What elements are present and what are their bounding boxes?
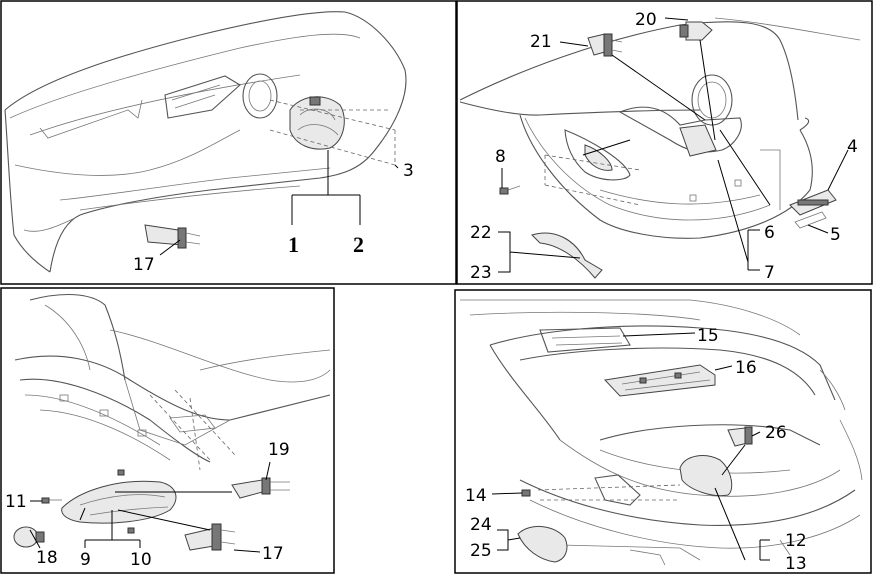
- rear-leaders: [498, 17, 849, 273]
- callout-6-label: 6: [764, 223, 775, 243]
- bracket-area: [521, 474, 681, 506]
- front-bumper-leaders: [159, 150, 399, 256]
- callout-18-label: 18: [36, 548, 58, 568]
- panel-headlamp-border: [0, 287, 335, 574]
- front-bulb-drawing: [144, 224, 201, 249]
- callout-21: 21: [530, 32, 552, 52]
- licence-lamp-part: [789, 189, 837, 229]
- callout-12: 12: [785, 531, 807, 551]
- callout-20-label: 20: [635, 10, 657, 30]
- callout-9: 9: [80, 550, 91, 570]
- callout-21-label: 21: [530, 32, 552, 52]
- callout-2-label: 2: [353, 232, 364, 257]
- callout-5-label: 5: [830, 225, 841, 245]
- trunk-lamp-16-part: [603, 364, 716, 397]
- panel-rear-bumper: 20 21 8 4 5 6 7 22 23: [456, 0, 873, 285]
- callout-23: 23: [470, 263, 492, 283]
- callout-17-headlamp-label: 17: [262, 544, 284, 564]
- callout-25: 25: [470, 541, 492, 561]
- reflector-22-part: [531, 232, 603, 279]
- callout-14-label: 14: [465, 486, 487, 506]
- bolt-8-part: [499, 185, 521, 195]
- callout-12-label: 12: [785, 531, 807, 551]
- trunk-drawing: [460, 299, 863, 566]
- rear-body-drawing: [459, 17, 861, 279]
- callout-26-label: 26: [765, 423, 787, 443]
- panel-front-bumper: 1 2 3 17: [0, 0, 457, 285]
- callout-1-label: 1: [288, 232, 299, 257]
- callout-26: 26: [765, 423, 787, 443]
- screw-11-part: [41, 497, 62, 504]
- panel-trunk: 15 16 26 14 24 25 12 13: [454, 289, 872, 574]
- callout-17-headlamp: 17: [262, 544, 284, 564]
- callout-15: 15: [697, 326, 719, 346]
- callout-10: 10: [130, 550, 152, 570]
- callout-23-label: 23: [470, 263, 492, 283]
- callout-11: 11: [5, 492, 27, 512]
- callout-5: 5: [830, 225, 841, 245]
- callout-24: 24: [470, 515, 492, 535]
- callout-3: 3: [403, 161, 414, 181]
- callout-1: 1: [288, 232, 299, 257]
- callout-4: 4: [847, 137, 858, 157]
- panel-front-bumper-border: [0, 0, 457, 285]
- tail-lamp-12-part: [679, 455, 733, 497]
- headlamp-leaders: [29, 461, 271, 553]
- callout-19-label: 19: [268, 440, 290, 460]
- callout-8: 8: [495, 147, 506, 167]
- callout-7: 7: [764, 263, 775, 283]
- callout-9-label: 9: [80, 550, 91, 570]
- callout-7-label: 7: [764, 263, 775, 283]
- callout-19: 19: [268, 440, 290, 460]
- callout-17-front-label: 17: [133, 255, 155, 275]
- callout-16: 16: [735, 358, 757, 378]
- callout-14: 14: [465, 486, 487, 506]
- bulb-26-part: [727, 426, 753, 447]
- callout-13-label: 13: [785, 554, 807, 574]
- bulb-21-part: [587, 33, 623, 57]
- trunk-leaders: [491, 332, 770, 561]
- callout-16-label: 16: [735, 358, 757, 378]
- panel-rear-bumper-border: [456, 0, 873, 285]
- callout-4-label: 4: [847, 137, 858, 157]
- callout-15-label: 15: [697, 326, 719, 346]
- bulb-20-part: [679, 21, 713, 41]
- callout-25-label: 25: [470, 541, 492, 561]
- callout-17-front: 17: [133, 255, 155, 275]
- callout-10-label: 10: [130, 550, 152, 570]
- callout-8-label: 8: [495, 147, 506, 167]
- fog-lamp-housing: [289, 96, 345, 150]
- callout-13: 13: [785, 554, 807, 574]
- callout-2: 2: [353, 232, 364, 257]
- bulb-17-part: [184, 523, 236, 551]
- front-structure-drawing: [13, 293, 331, 551]
- callout-6: 6: [764, 223, 775, 243]
- bulb-18-part: [13, 526, 45, 548]
- bulb-19-part: [231, 477, 290, 499]
- callout-20: 20: [635, 10, 657, 30]
- callout-11-label: 11: [5, 492, 27, 512]
- callout-18: 18: [36, 548, 58, 568]
- lens-24-part: [517, 526, 568, 563]
- callout-3-label: 3: [403, 161, 414, 181]
- callout-22: 22: [470, 223, 492, 243]
- headlamp-unit-part: [61, 480, 177, 524]
- screws-headlamp: [117, 469, 135, 534]
- panel-trunk-border: [454, 289, 872, 574]
- front-bumper-cover-drawing: [4, 11, 407, 273]
- callout-22-label: 22: [470, 223, 492, 243]
- callout-24-label: 24: [470, 515, 492, 535]
- panel-headlamp: 11 19 18 9 10 17: [0, 287, 335, 574]
